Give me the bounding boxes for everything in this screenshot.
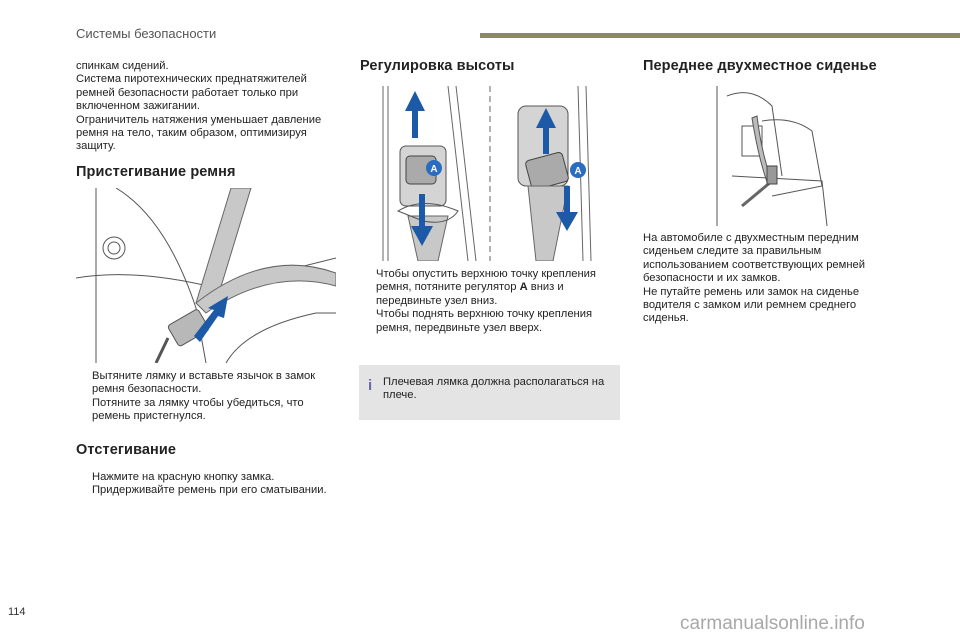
front-bench-illustration <box>712 86 832 226</box>
down-arrow-icon <box>194 296 228 342</box>
list-item: Потяните за лямку чтобы убедиться, что р… <box>92 396 304 423</box>
intro-line: спинкам сидений. <box>76 60 169 72</box>
section-header: Системы безопасности <box>76 26 217 41</box>
fasten-illustration <box>76 188 336 363</box>
fasten-title: Пристегивание ремня <box>76 163 236 180</box>
info-note: i Плечевая лямка должна располагаться на… <box>359 365 620 420</box>
intro-paragraph: Ограничитель натяжения уменьшает давлени… <box>76 113 322 153</box>
watermark: carmanualsonline.info <box>680 613 865 634</box>
list-item: Вытяните лямку и вставьте язычок в замок… <box>92 370 316 396</box>
info-icon: i <box>368 377 373 394</box>
front-bench-paragraph: На автомобиле с двухместным передним сид… <box>643 232 865 285</box>
down-arrow-icon <box>556 186 578 231</box>
fasten-list: Вытяните лямку и вставьте язычок в замок… <box>76 370 336 498</box>
list-item: Чтобы опустить верхнюю точку крепления р… <box>376 268 596 307</box>
up-arrow-icon <box>536 108 556 154</box>
list-item: Придерживайте ремень при его сматывании. <box>92 484 327 497</box>
height-adjust-title: Регулировка высоты <box>360 58 515 74</box>
section-header-bar <box>480 33 960 38</box>
page-number: 114 <box>8 606 26 618</box>
list-item: Нажмите на красную кнопку замка. <box>92 471 275 484</box>
column-1: спинкам сидений. Система пиротехнических… <box>76 60 336 179</box>
info-note-text: Плечевая лямка должна располагаться на п… <box>383 376 605 402</box>
column-3: Переднее двухместное сиденье <box>643 58 903 74</box>
regulator-label-a: A <box>574 166 581 177</box>
front-bench-title: Переднее двухместное сиденье <box>643 58 877 74</box>
list-item: Чтобы поднять верхнюю точку крепления ре… <box>376 308 593 334</box>
down-arrow-icon <box>411 194 433 246</box>
unfasten-title: Отстегивание <box>76 441 177 458</box>
intro-paragraph: Система пиротехнических преднатяжителей … <box>76 73 307 113</box>
height-adjust-list: Чтобы опустить верхнюю точку крепления р… <box>360 268 620 335</box>
up-arrow-icon <box>405 91 425 138</box>
front-bench-text: На автомобиле с двухместным передним сид… <box>643 232 903 326</box>
column-2: Регулировка высоты <box>360 58 620 74</box>
front-bench-paragraph: Не путайте ремень или замок на сиденье в… <box>643 285 860 325</box>
regulator-label-a: A <box>430 164 437 175</box>
height-adjust-illustration: A A <box>378 86 600 261</box>
